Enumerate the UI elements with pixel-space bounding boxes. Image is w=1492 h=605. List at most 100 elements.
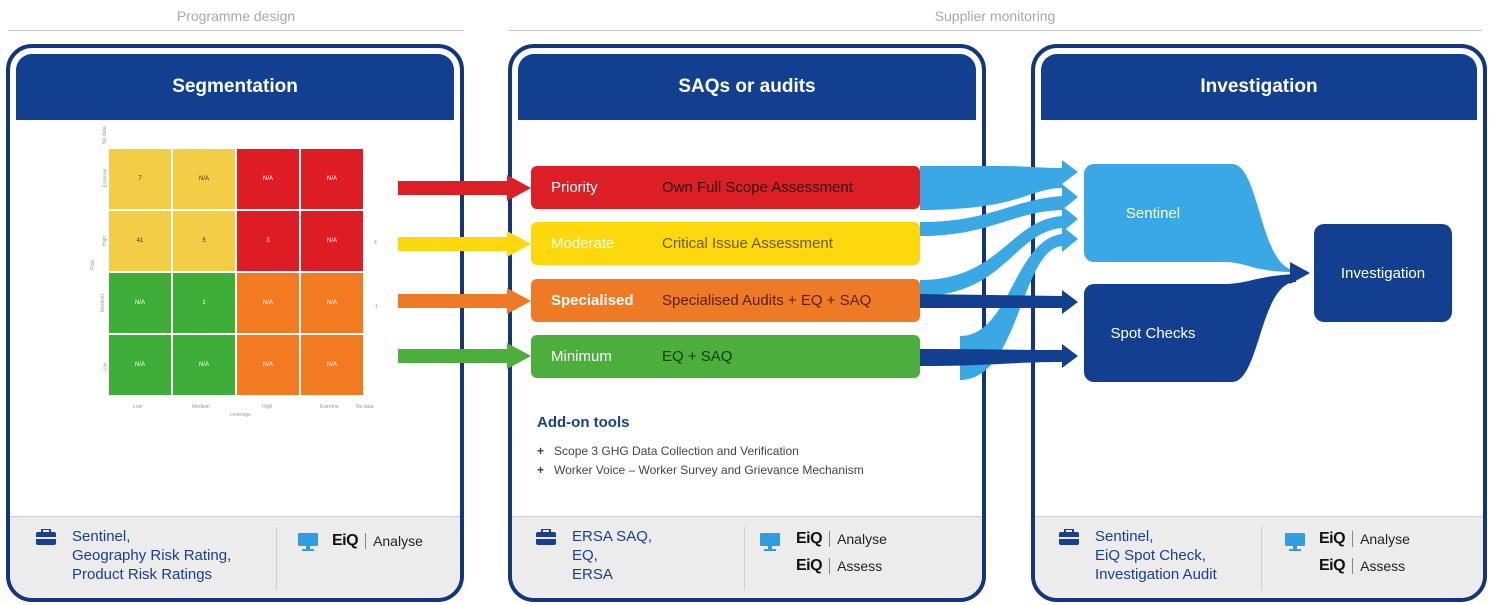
saqs-header: SAQs or audits [518,54,976,120]
tier-description: Own Full Scope Assessment [662,179,853,196]
eiq-logo: EiQ [1319,530,1346,547]
eiq-logo: EiQ [332,532,359,549]
eiq-module-label: Analyse [837,531,887,547]
matrix-cell: 3 [236,210,300,272]
matrix-cell: N/A [108,334,172,396]
matrix-row-total: 1 [375,304,378,310]
matrix-cell: N/A [300,210,364,272]
segmentation-title: Segmentation [172,76,298,97]
segmentation-tool-list: Sentinel, Geography Risk Rating, Product… [72,527,231,584]
matrix-cell: 5 [172,210,236,272]
flow-stream [920,196,1062,236]
section-divider-supplier-monitoring [508,30,1482,31]
arrowhead [1062,226,1078,252]
eiq-module-label: Analyse [373,533,423,549]
matrix-cell: N/A [108,272,172,334]
tier-name: Specialised [551,292,634,309]
eiq-separator [1352,558,1354,574]
matrix-col-label: Extreme [320,404,339,410]
plus-icon: + [537,444,545,458]
addon-item-label: Worker Voice – Worker Survey and Grievan… [554,463,864,477]
arrow-moderate [398,231,531,257]
section-label-programme-design: Programme design [176,8,296,24]
tool-item: EiQ Spot Check, [1095,547,1206,564]
spot-checks-label: Spot Checks [1110,324,1196,342]
matrix-cell: 41 [108,210,172,272]
saqs-tool-list: ERSA SAQ, EQ, ERSA [572,527,652,584]
tier-description: Specialised Audits + EQ + SAQ [662,292,872,309]
monitor-icon [1285,533,1305,556]
tier-description: Critical Issue Assessment [662,235,833,252]
sentinel-label: Sentinel [1125,204,1181,222]
arrow-priority [398,175,531,201]
eiq-analyse-badge: EiQ Analyse [796,530,887,548]
matrix-col-label: No data [356,404,374,410]
tool-item: ERSA SAQ, [572,528,653,545]
footer-divider [744,527,745,590]
addon-item: + Scope 3 GHG Data Collection and Verific… [537,442,864,461]
tool-item: Geography Risk Rating, [72,547,232,564]
funnel-spot-checks [1222,274,1296,382]
eiq-module-label: Analyse [1360,531,1410,547]
eiq-separator [829,558,831,574]
segmentation-footer: Sentinel, Geography Risk Rating, Product… [10,516,460,598]
monitor-icon [760,533,780,556]
spot-checks-box: Spot Checks [1084,284,1222,382]
tool-item: ERSA [572,566,613,583]
eiq-assess-badge: EiQ Assess [796,557,882,575]
investigation-header: Investigation [1041,54,1477,120]
tier-name: Moderate [551,235,615,252]
matrix-col-label: Low [133,404,143,410]
eiq-analyse-badge: EiQ Analyse [332,532,423,550]
footer-divider [1261,527,1262,590]
addon-item: +Worker Voice – Worker Survey and Grieva… [537,461,864,480]
tool-item: Sentinel, [1095,528,1154,545]
investigation-box-label: Investigation [1340,264,1426,282]
eiq-assess-badge: EiQ Assess [1319,557,1405,575]
footer-divider [276,527,277,590]
eiq-separator [1352,531,1354,547]
section-label-supplier-monitoring: Supplier monitoring [934,8,1056,24]
matrix-col-label: High [262,404,273,410]
saqs-footer: ERSA SAQ, EQ, ERSA EiQ Analyse EiQ Asses… [512,516,982,598]
eiq-module-label: Assess [837,558,883,574]
eiq-module-label: Assess [1360,558,1406,574]
tier-name: Minimum [551,348,612,365]
matrix-cell: 1 [172,272,236,334]
flow-stream [920,344,1078,368]
arrowhead [1062,206,1078,232]
eiq-analyse-badge: EiQ Analyse [1319,530,1410,548]
eiq-separator [365,533,367,549]
investigation-footer: Sentinel, EiQ Spot Check, Investigation … [1035,516,1483,598]
tier-priority: Priority Own Full Scope Assessment [531,166,920,209]
sentinel-box: Sentinel [1084,164,1222,262]
tier-moderate: Moderate Critical Issue Assessment [531,222,920,265]
section-divider-programme-design [8,30,464,31]
matrix-cell: N/A [300,334,364,396]
investigation-box: Investigation [1314,224,1452,322]
flow-stream [920,166,1062,210]
matrix-cell: N/A [236,148,300,210]
matrix-cell: N/A [236,334,300,396]
arrow-minimum [398,343,531,369]
funnel-sentinel [1222,164,1296,272]
tool-item: Investigation Audit [1095,566,1217,583]
arrowhead [1062,160,1078,184]
matrix-cell: N/A [172,148,236,210]
toolbox-icon [1059,528,1079,550]
matrix-col-label: Medium [192,404,210,410]
eiq-logo: EiQ [796,530,823,547]
matrix-cell: N/A [172,334,236,396]
tool-item: Sentinel, [72,528,131,545]
arrow-specialised [398,288,531,314]
monitor-icon [298,533,318,556]
addon-item-label: Scope 3 GHG Data Collection and Verifica… [554,444,799,458]
toolbox-icon [36,528,56,550]
investigation-tool-list: Sentinel, EiQ Spot Check, Investigation … [1095,527,1217,584]
flow-stream [920,290,1078,314]
tool-item: EQ, [572,547,598,564]
eiq-separator [829,531,831,547]
matrix-x-axis-label: Leverage [230,412,251,418]
